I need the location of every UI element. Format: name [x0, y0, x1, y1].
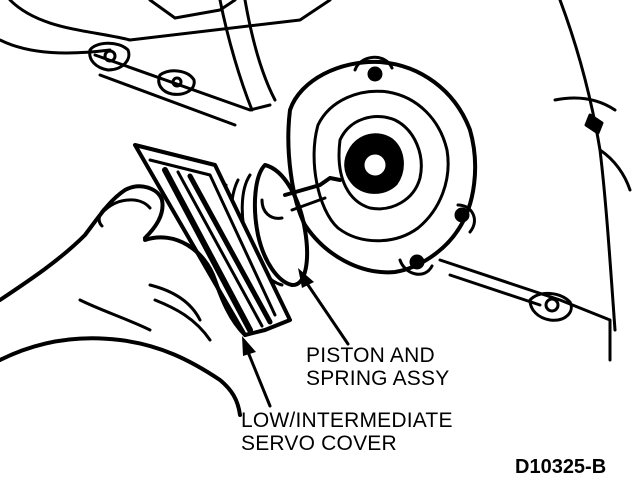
- servo-cover-label: LOW/INTERMEDIATE SERVO COVER: [241, 409, 453, 455]
- figure-code: D10325-B: [515, 456, 607, 478]
- case-rail: [88, 41, 272, 127]
- servo-cover: [133, 143, 292, 337]
- hand-illustration: [0, 184, 247, 417]
- servo-leader-line: [246, 350, 272, 408]
- transmission-case: [0, 0, 632, 362]
- servo-label-line2: SERVO COVER: [241, 432, 397, 455]
- servo-leader-arrowhead: [242, 336, 256, 356]
- piston-leader-arrowhead: [298, 268, 314, 288]
- leader-lines: [242, 268, 350, 408]
- piston-label-line1: PISTON AND: [306, 344, 435, 367]
- servo-housing: [286, 55, 478, 276]
- servo-label-line1: LOW/INTERMEDIATE: [241, 409, 453, 432]
- piston-spring-label: PISTON AND SPRING ASSY: [306, 344, 449, 390]
- piston-label-line2: SPRING ASSY: [306, 367, 450, 390]
- piston-leader-line: [304, 280, 350, 346]
- fluid-tube: [218, 0, 277, 112]
